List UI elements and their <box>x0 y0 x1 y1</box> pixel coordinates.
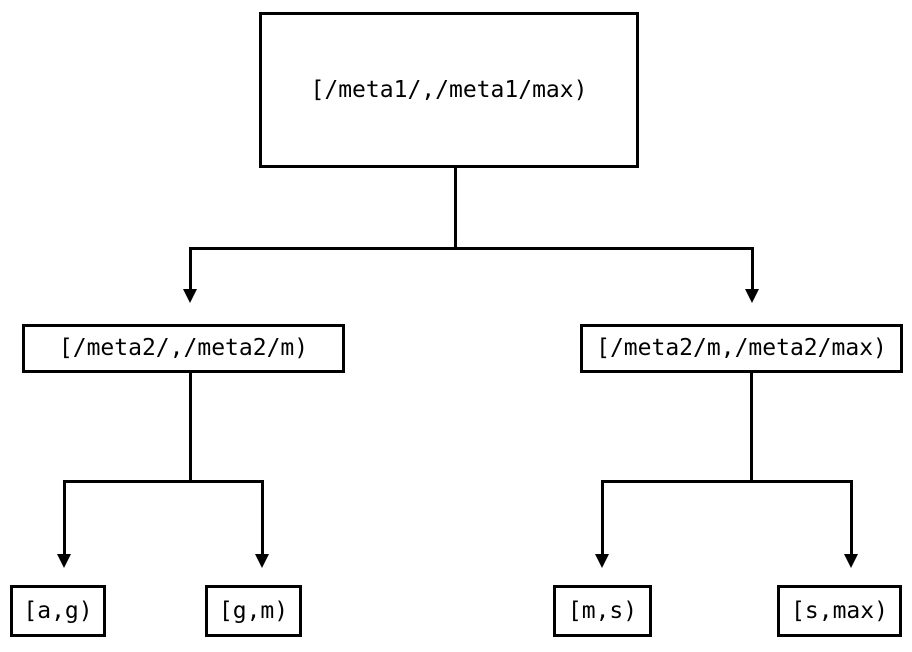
edge-mid-right-to-leaf-ms-drop <box>601 480 604 554</box>
arrowhead-down-icon-leaf-smax <box>844 554 858 568</box>
edge-mid-left-to-leaf-ag-drop <box>63 480 66 554</box>
tree-node-mid-left-label: [/meta2/,/meta2/m) <box>58 335 309 361</box>
arrowhead-down-icon-leaf-gm <box>255 554 269 568</box>
arrowhead-down-icon-leaf-ag <box>57 554 71 568</box>
edge-mid-right-to-leaf-smax-drop <box>850 480 853 554</box>
tree-node-leaf-gm-label: [g,m) <box>218 597 289 624</box>
edge-root-crossbar <box>189 247 754 250</box>
edge-mid-right-stem <box>750 373 753 482</box>
arrowhead-down-icon-leaf-ms <box>595 554 609 568</box>
edge-mid-left-stem <box>189 373 192 482</box>
tree-node-leaf-smax-label: [s,max) <box>791 597 888 624</box>
tree-node-root[interactable]: [/meta1/,/meta1/max) <box>259 12 639 168</box>
edge-root-stem <box>454 168 457 249</box>
tree-node-leaf-gm[interactable]: [g,m) <box>205 585 302 637</box>
tree-node-mid-right-label: [/meta2/m,/meta2/max) <box>596 335 887 361</box>
edge-root-to-mid-left-drop <box>189 247 192 289</box>
edge-mid-right-crossbar <box>601 480 853 483</box>
arrowhead-down-icon-mid-left <box>183 289 197 303</box>
tree-node-leaf-ms-label: [m,s) <box>567 597 638 624</box>
tree-node-mid-left[interactable]: [/meta2/,/meta2/m) <box>22 324 345 373</box>
edge-root-to-mid-right-drop <box>751 247 754 289</box>
arrowhead-down-icon-mid-right <box>745 289 759 303</box>
tree-node-leaf-ms[interactable]: [m,s) <box>553 585 652 637</box>
edge-mid-left-to-leaf-gm-drop <box>261 480 264 554</box>
tree-node-leaf-ag[interactable]: [a,g) <box>10 585 106 637</box>
tree-node-root-label: [/meta1/,/meta1/max) <box>310 76 588 103</box>
tree-node-leaf-ag-label: [a,g) <box>23 597 93 624</box>
edge-mid-left-crossbar <box>63 480 264 483</box>
tree-node-mid-right[interactable]: [/meta2/m,/meta2/max) <box>580 324 903 373</box>
tree-node-leaf-smax[interactable]: [s,max) <box>777 585 902 637</box>
